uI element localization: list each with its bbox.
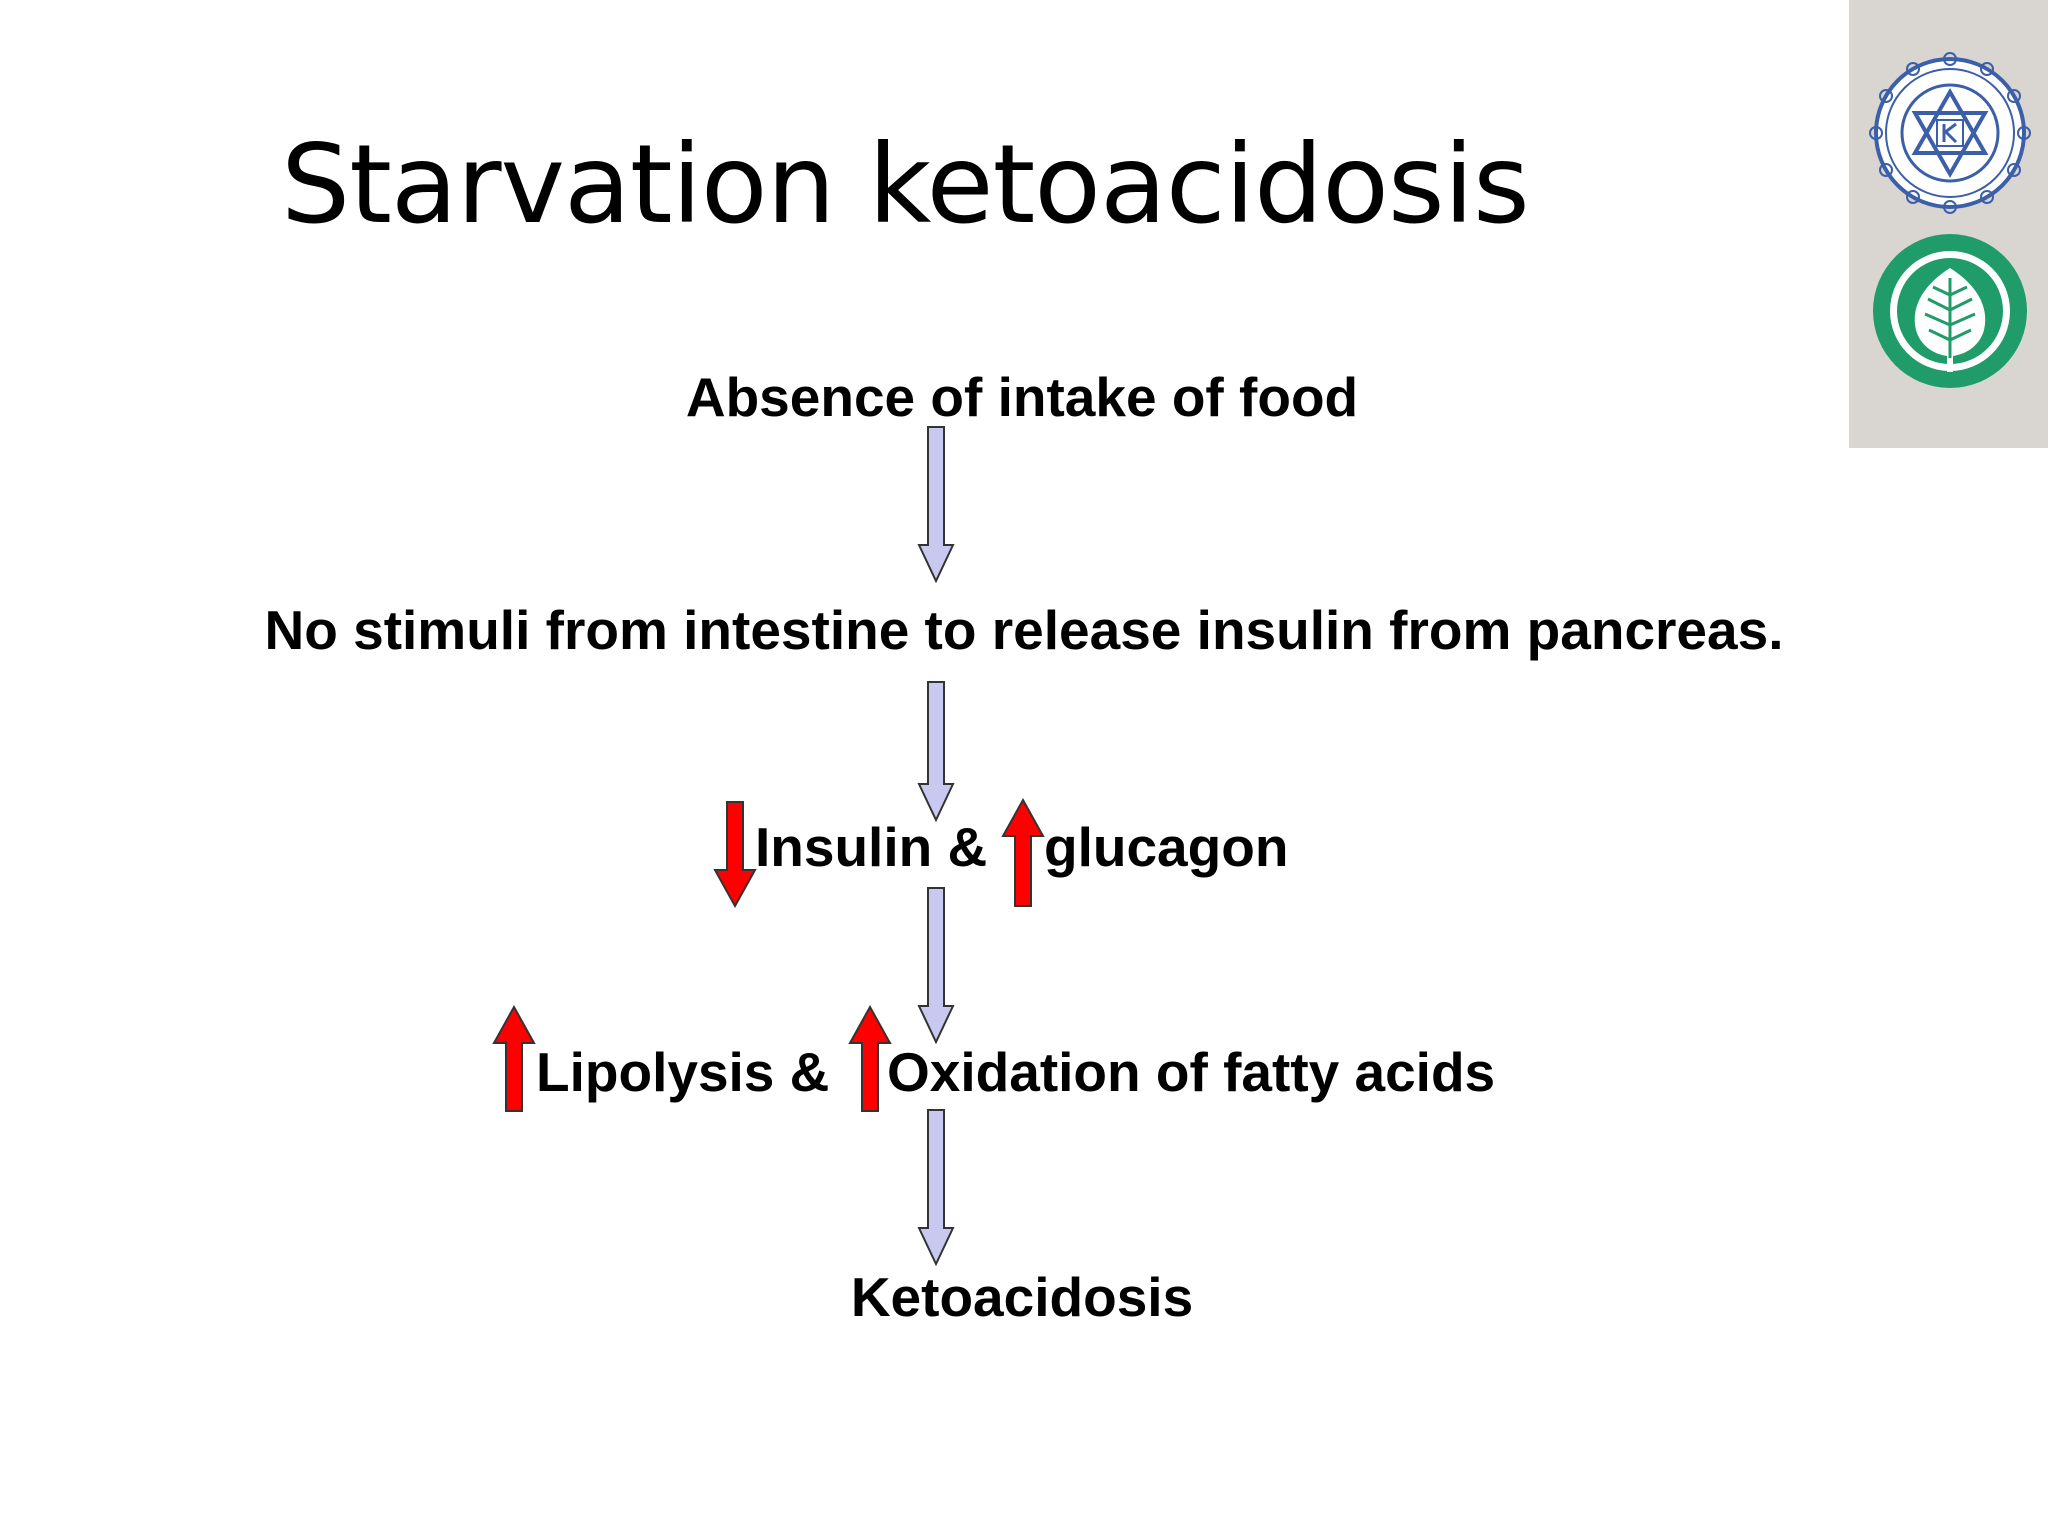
flow-step-no-stimuli: No stimuli from intestine to release ins… bbox=[264, 599, 1784, 661]
decrease-arrow-icon bbox=[713, 800, 757, 908]
insulin-label: Insulin & bbox=[755, 816, 988, 878]
down-flow-arrow bbox=[917, 886, 955, 1044]
down-flow-arrow bbox=[917, 680, 955, 822]
fatty-acid-oxidation-label: Oxidation of fatty acids bbox=[887, 1041, 1496, 1103]
increase-arrow-icon bbox=[492, 1005, 536, 1113]
logo-graphics bbox=[1869, 52, 2031, 388]
down-flow-arrow bbox=[917, 425, 955, 583]
logo-panel bbox=[1849, 0, 2048, 448]
increase-arrow-icon bbox=[1001, 798, 1045, 908]
down-flow-arrow bbox=[917, 1108, 955, 1266]
flow-step-ketoacidosis: Ketoacidosis bbox=[850, 1266, 1194, 1328]
slide-title: Starvation ketoacidosis bbox=[281, 121, 1530, 248]
flow-step-absence-of-food: Absence of intake of food bbox=[685, 366, 1359, 428]
increase-arrow-icon bbox=[848, 1005, 892, 1113]
glucagon-label: glucagon bbox=[1044, 816, 1289, 878]
leaf-emblem-icon bbox=[1873, 234, 2027, 388]
lipolysis-label: Lipolysis & bbox=[536, 1041, 830, 1103]
university-seal-icon bbox=[1869, 52, 2031, 214]
